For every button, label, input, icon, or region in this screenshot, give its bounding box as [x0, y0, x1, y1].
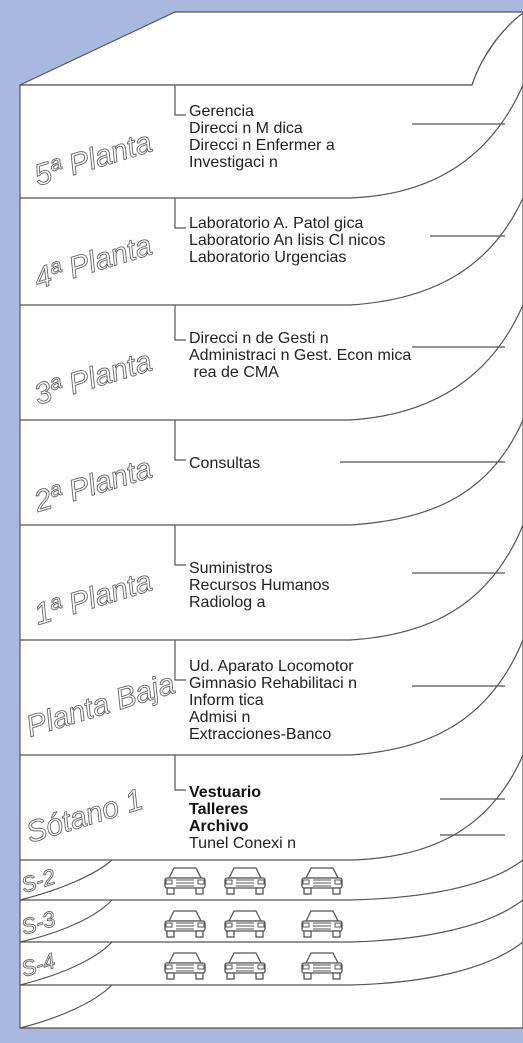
room-name: Inform tica	[189, 692, 264, 709]
room-name: Investigaci n	[189, 154, 278, 171]
room-name: Extracciones-Banco	[189, 726, 332, 743]
floor-divider	[20, 639, 523, 756]
floor-divider	[20, 419, 523, 526]
room-name: Laboratorio A. Patol gica	[189, 215, 364, 232]
room-name: rea de CMA	[189, 364, 279, 381]
car-icon	[224, 910, 266, 938]
room-name: Suministros	[189, 560, 273, 577]
room-name: Laboratorio An lisis Cl nicos	[189, 232, 386, 249]
car-icon	[224, 867, 266, 895]
floor-divider	[20, 754, 523, 861]
room-name: Direcci n de Gesti n	[189, 330, 329, 347]
room-name: Admisi n	[189, 709, 251, 726]
room-list-planta2: Consultas	[189, 455, 260, 472]
room-name: Gerencia	[189, 103, 254, 120]
room-name: Direcci n M dica	[189, 120, 303, 137]
car-icon	[224, 952, 266, 980]
room-name: Archivo	[189, 818, 249, 835]
floor-divider	[20, 197, 523, 306]
room-name: Recursos Humanos	[189, 577, 330, 594]
roof	[19, 11, 523, 86]
floor-divider	[20, 524, 523, 641]
room-name: Direcci n Enfermer a	[189, 137, 335, 154]
car-icon	[164, 952, 206, 980]
floor-divider	[20, 899, 523, 943]
floor-divider	[20, 304, 523, 421]
room-name: Consultas	[189, 455, 261, 472]
car-icon	[301, 952, 343, 980]
car-icon	[301, 867, 343, 895]
room-name: Talleres	[189, 801, 249, 818]
room-name: Ud. Aparato Locomotor	[189, 658, 354, 675]
car-icon	[164, 910, 206, 938]
building-body	[19, 12, 523, 1029]
room-name: Vestuario	[189, 784, 262, 801]
car-icon	[301, 910, 343, 938]
room-name: Gimnasio Rehabilitaci n	[189, 675, 358, 692]
floor-divider	[20, 84, 523, 199]
room-name: Administraci n Gest. Econ mica	[189, 347, 412, 364]
room-name: Tunel Conexi n	[189, 835, 297, 852]
room-name: Laboratorio Urgencias	[189, 249, 347, 266]
room-name: Radiolog a	[189, 594, 266, 611]
car-icon	[164, 867, 206, 895]
floor-divider	[20, 941, 523, 986]
floor-divider	[20, 859, 523, 901]
